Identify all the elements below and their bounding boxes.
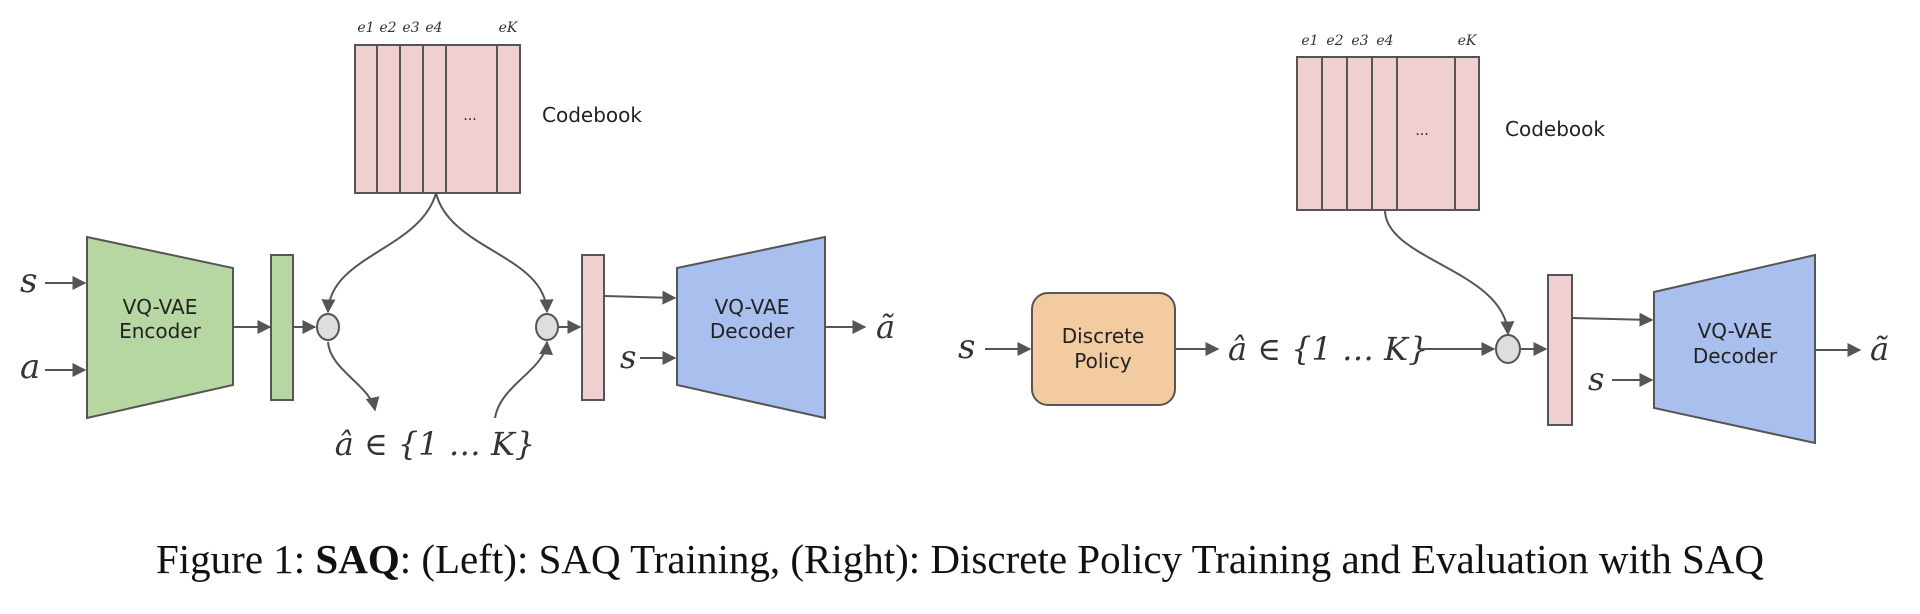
left-output: ã xyxy=(876,308,895,346)
codebook-left-ellipsis: ... xyxy=(463,108,476,124)
codebook-right xyxy=(1296,56,1480,211)
codebook-right-col-1: e1 xyxy=(1301,33,1318,49)
quantized-latent-bar-left xyxy=(581,254,605,401)
codebook-left-col-2: e2 xyxy=(379,20,396,36)
left-input-a: a xyxy=(20,347,40,387)
right-decoder-s: s xyxy=(1588,360,1604,398)
arrow-codebook-to-lookup xyxy=(435,192,554,314)
codebook-right-col-2: e2 xyxy=(1326,33,1343,49)
lookup-node-left xyxy=(535,313,559,341)
arrow-quantized-to-decoder-right xyxy=(1571,312,1654,327)
caption-rest: : (Left): SAQ Training, (Right): Discret… xyxy=(399,536,1765,582)
decoder-right-label-line1: VQ-VAE xyxy=(1698,319,1773,343)
codebook-left xyxy=(354,44,521,194)
left-decoder-s: s xyxy=(620,338,636,376)
right-output: ã xyxy=(1870,330,1889,368)
left-panel: s a VQ-VAE Encoder e1 e2 e3 e4 eK ... Co… xyxy=(20,20,895,463)
codebook-left-label: Codebook xyxy=(542,103,642,127)
quantizer-node-left xyxy=(316,313,340,341)
decoder-left-label-line2: Decoder xyxy=(710,319,795,343)
encoder-label-line1: VQ-VAE xyxy=(123,295,198,319)
right-panel: s Discrete Policy â ∈ {1 … K} e1 e2 e3 e… xyxy=(958,33,1889,445)
vqvae-decoder-block-left xyxy=(676,235,826,420)
codebook-right-col-4: e4 xyxy=(1376,33,1393,49)
caption-prefix: Figure 1: xyxy=(155,536,316,582)
policy-label-line1: Discrete xyxy=(1062,324,1145,348)
right-index-label: â ∈ {1 … K} xyxy=(1228,330,1428,368)
codebook-left-col-4: e4 xyxy=(425,20,442,36)
codebook-left-col-1: e1 xyxy=(357,20,374,36)
vqvae-decoder-block-right xyxy=(1653,253,1816,445)
codebook-right-col-k: eK xyxy=(1458,33,1478,49)
left-input-s: s xyxy=(20,261,37,301)
decoder-right-label-line2: Decoder xyxy=(1693,344,1778,368)
encoder-label-line2: Encoder xyxy=(119,319,202,343)
arrow-codebook-to-lookup-right xyxy=(1384,209,1515,336)
figure-caption: Figure 1: SAQ: (Left): SAQ Training, (Ri… xyxy=(0,535,1920,583)
codebook-right-label: Codebook xyxy=(1505,117,1605,141)
quantized-latent-bar-right xyxy=(1547,274,1573,426)
caption-bold: SAQ xyxy=(315,536,400,582)
codebook-left-col-3: e3 xyxy=(402,20,419,36)
right-input-s: s xyxy=(958,327,975,367)
arrow-quantized-to-decoder xyxy=(603,290,677,305)
lookup-node-right xyxy=(1495,334,1521,364)
left-index-label: â ∈ {1 … K} xyxy=(335,425,535,463)
codebook-right-ellipsis: ... xyxy=(1415,123,1428,139)
encoder-latent-bar xyxy=(270,254,294,401)
policy-label-line2: Policy xyxy=(1074,349,1132,373)
decoder-left-label-line1: VQ-VAE xyxy=(715,295,790,319)
arrow-quantizer-to-index xyxy=(327,341,380,412)
codebook-left-col-k: eK xyxy=(499,20,519,36)
vqvae-encoder-block xyxy=(86,235,234,420)
arrow-index-to-lookup xyxy=(494,340,554,419)
codebook-right-col-3: e3 xyxy=(1351,33,1368,49)
arrow-codebook-to-quantizer xyxy=(321,192,437,314)
